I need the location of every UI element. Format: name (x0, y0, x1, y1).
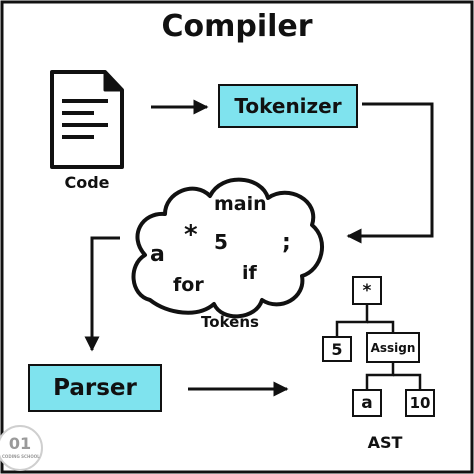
arrow-tokenizer-to-tokens (346, 102, 434, 244)
token-star: * (184, 220, 198, 250)
ast-label: AST (367, 433, 403, 452)
ast-node-label: 5 (331, 339, 343, 359)
ast-edge (335, 305, 369, 336)
tokenizer-label: Tokenizer (234, 94, 342, 118)
token-main: main (214, 193, 267, 215)
ast-node-ten: 10 (405, 389, 435, 417)
code-document-icon (50, 70, 124, 169)
parser-box: Parser (28, 364, 162, 412)
ast-node-a: a (352, 389, 382, 417)
token-five: 5 (214, 230, 228, 254)
page-title: Compiler (161, 9, 313, 44)
ast-node-five: 5 (322, 336, 352, 362)
tokens-cloud (131, 177, 324, 319)
arrow-tokens-to-parser (84, 236, 120, 352)
ast-node-label: * (362, 280, 372, 301)
ast-node-label: Assign (370, 340, 416, 355)
token-semicolon: ; (282, 230, 291, 255)
token-if: if (242, 262, 257, 284)
ast-node-assign: Assign (366, 332, 420, 363)
tokenizer-box: Tokenizer (218, 84, 358, 128)
ast-node-label: 10 (409, 394, 431, 412)
code-label: Code (64, 173, 110, 192)
logo-circle (0, 425, 43, 471)
tokens-label: Tokens (201, 313, 259, 331)
ast-node-root: * (352, 276, 382, 305)
ast-edge (393, 373, 422, 389)
token-a: a (150, 242, 165, 267)
token-for: for (173, 274, 204, 296)
ast-edge (367, 320, 395, 332)
ast-edge (365, 363, 395, 389)
ast-node-label: a (361, 393, 373, 413)
parser-label: Parser (53, 375, 137, 401)
ast-edges (335, 305, 422, 389)
logo-tagline: CODING SCHOOL (2, 454, 40, 459)
logo-text: 01 (8, 434, 32, 453)
